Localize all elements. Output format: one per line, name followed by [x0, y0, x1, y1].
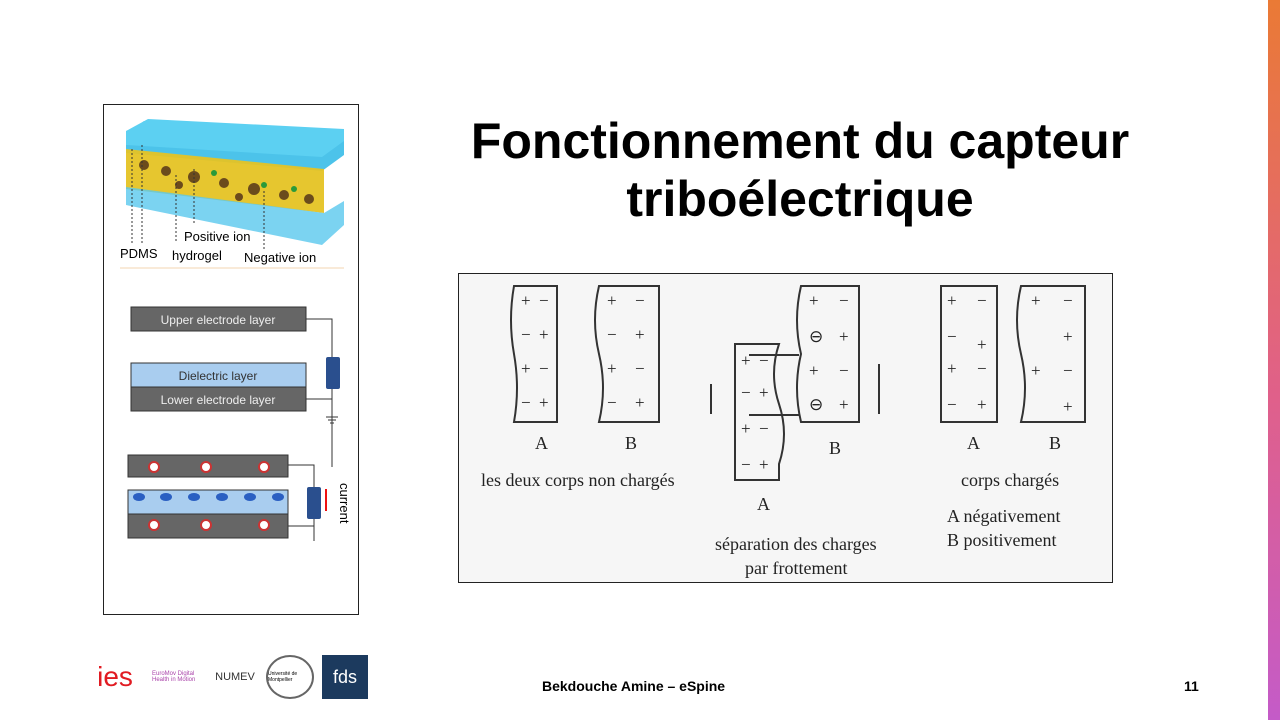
positive-ion-dots — [211, 170, 297, 192]
ies-logo: ies — [97, 661, 133, 692]
svg-text:−: − — [607, 393, 617, 412]
charge-symbols: +−−++−−+ +−−++−−+ +−−++−−+ +−⊖++−⊖+ +−−+… — [521, 291, 1073, 474]
svg-text:+: + — [741, 419, 751, 438]
stage1-label-a: A — [535, 433, 548, 453]
svg-text:+: + — [759, 455, 769, 474]
plate-outlines — [510, 285, 1086, 481]
ground-icon — [326, 416, 338, 424]
stage1-label-b: B — [625, 433, 637, 453]
current-label: current — [337, 483, 352, 524]
svg-text:+: + — [521, 359, 531, 378]
svg-text:+: + — [759, 383, 769, 402]
svg-text:+: + — [1063, 327, 1073, 346]
triboelectric-diagram: +−−++−−+ +−−++−−+ +−−++−−+ +−⊖++−⊖+ +−−+… — [458, 273, 1113, 583]
numev-logo: NUMEV — [215, 671, 255, 683]
label-positive-ion: Positive ion — [184, 229, 250, 244]
svg-text:+: + — [839, 395, 849, 414]
svg-text:+: + — [809, 361, 819, 380]
stage2-caption-2: par frottement — [745, 558, 847, 578]
svg-text:+: + — [1063, 397, 1073, 416]
slide-title: Fonctionnement du capteur triboélectriqu… — [470, 113, 1130, 227]
svg-text:−: − — [521, 393, 531, 412]
stage3-line3: B positivement — [947, 530, 1057, 550]
svg-text:−: − — [759, 419, 769, 438]
svg-text:⊖: ⊖ — [809, 395, 823, 414]
svg-text:−: − — [1063, 291, 1073, 310]
stage3-label-a: A — [967, 433, 980, 453]
svg-text:−: − — [741, 455, 751, 474]
top-pdms-layer — [126, 119, 344, 157]
label-pdms: PDMS — [120, 246, 158, 261]
label-hydrogel: hydrogel — [172, 248, 222, 263]
svg-text:+: + — [839, 327, 849, 346]
lower-electrode-label: Lower electrode layer — [161, 393, 276, 407]
positive-charge-icons — [148, 461, 270, 531]
lower-pdms-layer — [126, 187, 344, 245]
circuit-wire — [306, 318, 333, 467]
fds-logo: fds — [322, 655, 368, 699]
svg-text:⊖: ⊖ — [809, 327, 823, 346]
svg-text:+: + — [1031, 291, 1041, 310]
svg-text:−: − — [521, 325, 531, 344]
upper-electrode-layer — [130, 306, 307, 332]
svg-text:+: + — [539, 393, 549, 412]
label-leader-lines — [131, 145, 265, 249]
svg-text:+: + — [977, 335, 987, 354]
svg-text:−: − — [947, 327, 957, 346]
negative-charge-icons — [133, 493, 284, 501]
svg-text:+: + — [607, 291, 617, 310]
svg-text:+: + — [741, 351, 751, 370]
stage1-caption: les deux corps non chargés — [481, 470, 675, 490]
sensor-illustration: PDMS Positive ion hydrogel Negative ion … — [103, 104, 359, 615]
svg-text:+: + — [947, 291, 957, 310]
accent-bar — [1268, 0, 1280, 720]
svg-text:−: − — [741, 383, 751, 402]
charged-dielectric — [127, 489, 289, 515]
svg-text:−: − — [947, 395, 957, 414]
stage3-label-b: B — [1049, 433, 1061, 453]
stage2-label-b: B — [829, 438, 841, 458]
stage2-label-a: A — [757, 494, 770, 514]
svg-text:+: + — [635, 325, 645, 344]
svg-text:+: + — [635, 393, 645, 412]
svg-text:−: − — [607, 325, 617, 344]
svg-text:−: − — [1063, 361, 1073, 380]
svg-text:+: + — [521, 291, 531, 310]
label-negative-ion: Negative ion — [244, 250, 316, 265]
svg-text:−: − — [839, 291, 849, 310]
dielectric-label: Dielectric layer — [179, 369, 258, 383]
negative-ion-dots — [139, 160, 314, 204]
lower-electrode-layer — [130, 386, 307, 412]
svg-text:−: − — [635, 359, 645, 378]
partner-logos: ies EuroMov Digital Health in Motion NUM… — [86, 655, 368, 699]
svg-text:+: + — [977, 395, 987, 414]
svg-text:+: + — [539, 325, 549, 344]
resistor-icon — [326, 357, 340, 389]
svg-text:+: + — [607, 359, 617, 378]
svg-text:−: − — [635, 291, 645, 310]
svg-text:−: − — [839, 361, 849, 380]
dielectric-layer — [130, 362, 307, 388]
footer-author: Bekdouche Amine – eSpine — [542, 678, 726, 694]
euromov-logo: EuroMov Digital Health in Motion — [152, 671, 196, 683]
stage3-caption: corps chargés — [961, 470, 1059, 490]
page-number: 11 — [1184, 678, 1199, 694]
resistor-icon — [307, 487, 321, 519]
svg-text:−: − — [759, 351, 769, 370]
svg-text:−: − — [977, 359, 987, 378]
svg-text:−: − — [539, 359, 549, 378]
svg-text:−: − — [539, 291, 549, 310]
svg-text:+: + — [1031, 361, 1041, 380]
svg-text:+: + — [809, 291, 819, 310]
university-seal-logo: Université de Montpellier — [266, 655, 314, 699]
svg-text:+: + — [947, 359, 957, 378]
stage3-line2: A négativement — [947, 506, 1060, 526]
svg-text:−: − — [977, 291, 987, 310]
upper-electrode-label: Upper electrode layer — [161, 313, 276, 327]
stage2-caption-1: séparation des charges — [715, 534, 877, 554]
